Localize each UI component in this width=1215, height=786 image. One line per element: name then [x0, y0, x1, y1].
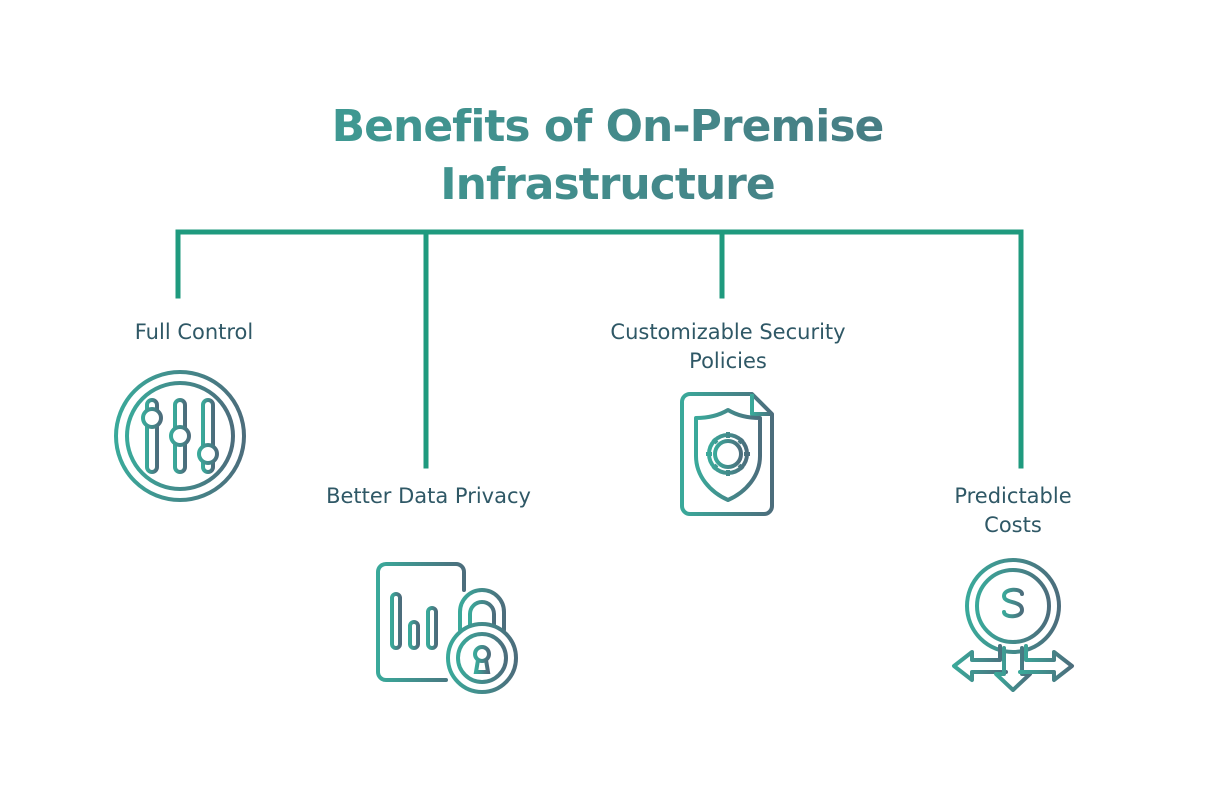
dollar-clock-arrows-icon	[952, 558, 1074, 692]
data-lock-icon	[376, 562, 518, 694]
page-title: Benefits of On-Premise Infrastructure	[0, 98, 1215, 214]
title-line-2: Infrastructure	[0, 156, 1215, 214]
shield-gear-document-icon	[680, 392, 774, 516]
label-text: Full Control	[134, 320, 254, 344]
label-line-1: Predictable	[954, 484, 1072, 508]
label-line-2: Policies	[689, 349, 767, 373]
label-text: Better Data Privacy	[326, 484, 531, 508]
label-line-1: Customizable Security	[610, 320, 846, 344]
label-predictable-costs: Predictable Costs	[908, 482, 1118, 540]
label-better-data-privacy: Better Data Privacy	[296, 482, 561, 511]
label-full-control: Full Control	[94, 318, 294, 347]
title-line-1: Benefits of On-Premise	[0, 98, 1215, 156]
label-line-2: Costs	[984, 513, 1042, 537]
label-customizable-security-policies: Customizable Security Policies	[578, 318, 878, 376]
sliders-icon	[114, 370, 246, 502]
